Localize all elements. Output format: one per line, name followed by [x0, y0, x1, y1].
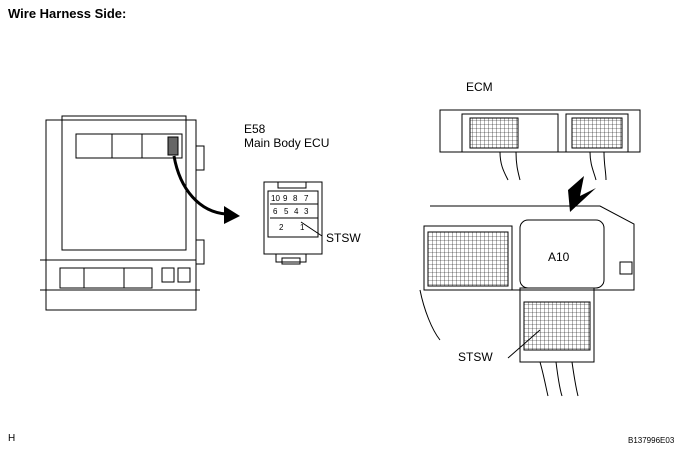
- left-arrowhead: [224, 206, 240, 224]
- corner-mark: H: [8, 433, 16, 444]
- e58-connector: [263, 181, 323, 265]
- page-title: Wire Harness Side:: [8, 6, 127, 21]
- figure-id: B137996E03: [628, 436, 675, 445]
- pin-1: 1: [300, 223, 305, 232]
- ecm-unit-top: [439, 109, 641, 181]
- pin-6: 6: [273, 207, 278, 216]
- pin-8: 8: [293, 194, 298, 203]
- pin-3: 3: [304, 207, 309, 216]
- a10-stsw-leader: [507, 329, 541, 359]
- e58-stsw-leader: [300, 221, 323, 237]
- ecm-label: ECM: [466, 80, 493, 94]
- a10-stsw-label: STSW: [458, 350, 493, 364]
- a10-label: A10: [548, 250, 570, 264]
- pin-9: 9: [283, 194, 288, 203]
- ecm-unit-enlarged: [419, 205, 635, 397]
- e58-name: Main Body ECU: [244, 136, 330, 150]
- main-body-ecu-unit: [40, 115, 205, 311]
- ecm-arrow: [568, 176, 596, 212]
- e58-stsw-label: STSW: [326, 231, 361, 245]
- e58-code: E58: [244, 122, 266, 136]
- pin-5: 5: [284, 207, 289, 216]
- pin-7: 7: [304, 194, 309, 203]
- left-arrow: [172, 155, 227, 216]
- pin-2: 2: [279, 223, 284, 232]
- pin-4: 4: [294, 207, 299, 216]
- pin-10: 10: [271, 194, 280, 203]
